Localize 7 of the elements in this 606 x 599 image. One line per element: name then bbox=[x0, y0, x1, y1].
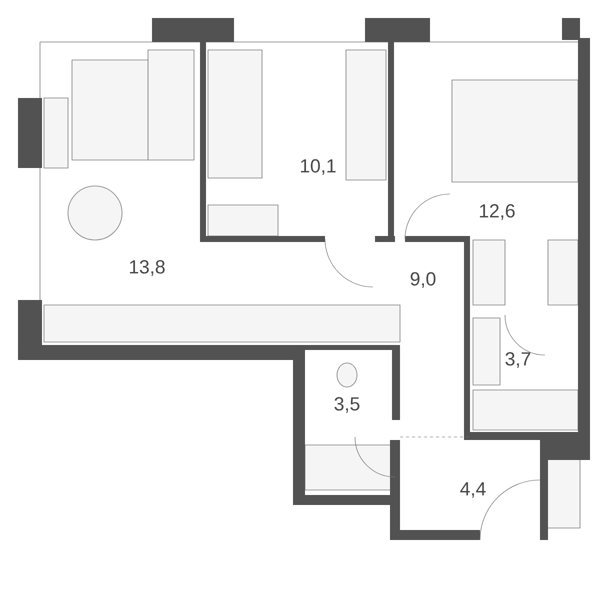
area-label: 3,7 bbox=[506, 352, 530, 368]
area-label: 3,5 bbox=[334, 397, 360, 413]
area-label: 12,6 bbox=[480, 204, 515, 220]
area-label: 4,4 bbox=[460, 482, 486, 498]
area-label: 10,1 bbox=[300, 159, 336, 175]
area-label: 13,8 bbox=[130, 260, 165, 276]
area-label: 9,0 bbox=[410, 272, 436, 288]
